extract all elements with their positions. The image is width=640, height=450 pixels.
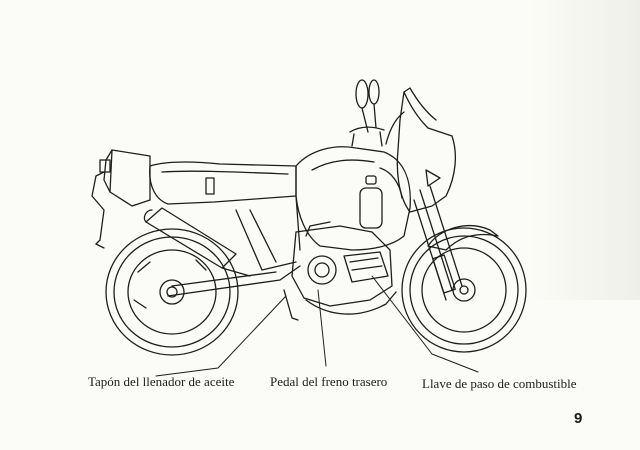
front-fairing bbox=[385, 87, 457, 213]
mirrors bbox=[355, 79, 380, 133]
tail-section bbox=[91, 149, 151, 249]
skid-plate bbox=[305, 291, 397, 315]
seat bbox=[149, 161, 297, 205]
label-rear-brake-pedal: Pedal del freno trasero bbox=[270, 374, 388, 389]
label-oil-filler-cap: Tapón del llenador de aceite bbox=[88, 374, 235, 389]
side-stand bbox=[283, 289, 299, 321]
engine bbox=[291, 221, 393, 307]
label-fuel-valve: Llave de paso de combustible bbox=[422, 376, 577, 391]
front-fender bbox=[427, 225, 499, 251]
handlebar bbox=[349, 126, 385, 147]
show-through-shading bbox=[530, 0, 640, 300]
page-number: 9 bbox=[574, 410, 583, 427]
leader-brake-pedal bbox=[317, 289, 327, 367]
exhaust bbox=[143, 207, 251, 277]
frame bbox=[167, 195, 301, 297]
leader-oil-cap bbox=[155, 295, 287, 377]
front-wheel bbox=[401, 227, 527, 353]
rear-wheel bbox=[105, 228, 239, 356]
leader-fuel-valve bbox=[371, 275, 479, 373]
leader-lines bbox=[155, 275, 479, 377]
front-fork bbox=[413, 185, 463, 301]
fuel-tank bbox=[295, 146, 411, 251]
